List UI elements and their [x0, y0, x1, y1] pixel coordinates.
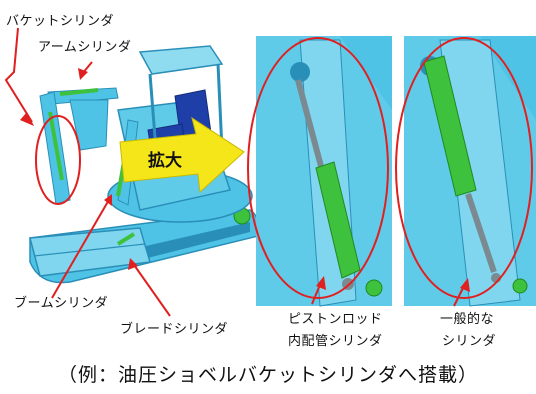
blade-cylinder-label: ブレードシリンダ	[120, 322, 229, 337]
boom-cylinder-label: ブームシリンダ	[14, 296, 109, 311]
general-cylinder-label-line2: シリンダ	[442, 334, 497, 349]
zoom-panel-general	[404, 36, 536, 307]
caption: （例：油圧ショベルバケットシリンダへ搭載）	[57, 364, 478, 386]
piston-rod-label-line2: 内配管シリンダ	[288, 334, 383, 349]
arm-cylinder-label: アームシリンダ	[38, 40, 132, 55]
panel1-highlight	[247, 37, 389, 299]
zoom-arrow	[119, 116, 245, 194]
zoom-label: 拡大	[148, 150, 182, 171]
panel2-highlight	[395, 37, 533, 299]
piston-rod-label-line1: ピストンロッド	[288, 312, 383, 327]
zoom-panel-piston-rod	[256, 36, 392, 307]
bucket-cylinder-label: バケットシリンダ	[6, 14, 115, 29]
bucket-cylinder-highlight	[35, 115, 81, 205]
annotations	[4, 27, 533, 317]
general-cylinder-label-line1: 一般的な	[440, 312, 495, 327]
